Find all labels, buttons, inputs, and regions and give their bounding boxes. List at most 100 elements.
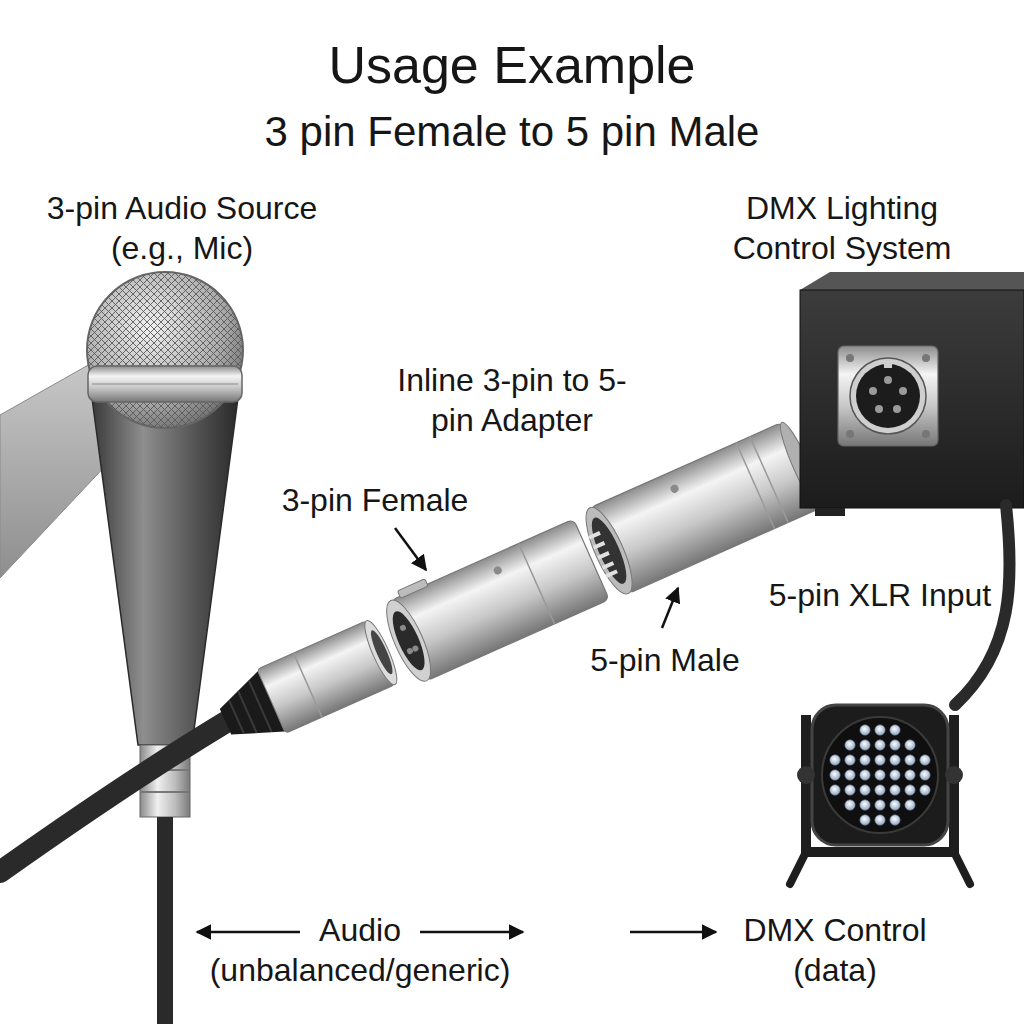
adapter-female <box>376 514 610 687</box>
adapter-male-part <box>577 502 641 599</box>
led-dot <box>875 785 885 795</box>
part-label: Inline 3-pin to 5-pin Adapter <box>397 360 627 440</box>
led-light-part <box>945 766 963 784</box>
microphone-part <box>140 791 190 793</box>
adapter-female-part <box>397 579 428 599</box>
adapter-male-part <box>605 569 618 578</box>
led-light-part <box>790 852 970 884</box>
callout-label: 3-pin Female <box>245 480 505 520</box>
dmx-controller-part <box>838 346 938 446</box>
led-dot <box>860 770 870 780</box>
led-dot <box>905 740 915 750</box>
led-light-part <box>812 705 948 845</box>
led-dot <box>860 725 870 735</box>
cable-plug-part <box>293 653 321 717</box>
adapter-male-part <box>736 443 774 529</box>
adapter-male-part <box>585 514 633 588</box>
led-dot <box>905 770 915 780</box>
dmx-controller-part <box>884 362 892 368</box>
adapter-male <box>577 419 827 599</box>
led-dot <box>875 815 885 825</box>
led-dot <box>920 755 930 765</box>
title: Usage Example <box>62 34 962 96</box>
led-light-part <box>797 766 815 784</box>
microphone-part <box>87 272 243 428</box>
dmx-controller-part <box>922 430 930 438</box>
microphone <box>87 272 243 1024</box>
led-dot <box>875 725 885 735</box>
subtitle: 3 pin Female to 5 pin Male <box>62 106 962 158</box>
dmx-controller-part <box>846 430 854 438</box>
led-light-part <box>830 725 930 825</box>
pointer-arrows-part <box>420 931 523 934</box>
dmx-controller-part <box>846 354 854 362</box>
cable-plug-part <box>229 700 244 733</box>
microphone-part <box>92 398 238 745</box>
adapter-female-part <box>519 544 555 624</box>
dmx-controller-part <box>856 364 920 428</box>
led-dot <box>890 815 900 825</box>
led-dot <box>890 725 900 735</box>
dmx-controller-part <box>875 405 883 413</box>
cable-plug <box>211 617 402 753</box>
dmx-controller-part <box>893 405 901 413</box>
microphone-part <box>92 384 238 385</box>
adapter-female-part <box>492 565 503 576</box>
callout-label: 5-pin Male <box>555 640 775 680</box>
led-dot <box>860 740 870 750</box>
part-label: DMX Lighting Control System <box>712 188 972 268</box>
led-dot <box>845 755 855 765</box>
dmx-controller-part <box>869 387 877 395</box>
led-dot <box>875 800 885 810</box>
led-dot <box>860 800 870 810</box>
led-dot <box>890 755 900 765</box>
led-dot <box>845 800 855 810</box>
led-dot <box>860 785 870 795</box>
adapter-male-part <box>669 483 680 494</box>
adapter-female-part <box>399 624 407 632</box>
dmx-controller-part <box>815 508 845 516</box>
adapter-male-part <box>597 551 610 560</box>
callout-label: 5-pin XLR Input <box>760 575 1000 615</box>
led-dot <box>845 770 855 780</box>
led-dot <box>890 740 900 750</box>
dmx-controller-part <box>884 376 892 384</box>
led-dot <box>890 785 900 795</box>
led-dot <box>860 815 870 825</box>
adapter-female-part <box>378 595 439 687</box>
pointer-arrows-part <box>630 931 716 934</box>
led-dot <box>905 785 915 795</box>
microphone-part <box>88 366 242 402</box>
dmx-controller-part <box>922 354 930 362</box>
pointer-arrows-part <box>662 588 678 628</box>
adapter-male-part <box>593 541 606 550</box>
pointer-arrows-part <box>197 931 300 934</box>
dmx-controller-part <box>800 272 1024 290</box>
led-dot <box>845 740 855 750</box>
led-dot <box>860 755 870 765</box>
part-label: 3-pin Audio Source (e.g., Mic) <box>22 188 342 268</box>
adapter-female-part <box>386 607 430 674</box>
led-dot <box>830 785 840 795</box>
adapter-male-part <box>750 437 788 523</box>
led-dot <box>830 755 840 765</box>
led-dot <box>875 755 885 765</box>
microphone-part <box>87 272 243 428</box>
led-dot <box>875 740 885 750</box>
mic-cable-part <box>0 722 226 872</box>
signal-label: DMX Control (data) <box>735 910 935 990</box>
adapter-female-part <box>406 647 414 655</box>
dmx-controller <box>800 272 1024 516</box>
led-light <box>790 705 970 884</box>
led-dot <box>905 755 915 765</box>
microphone-part <box>157 817 173 1024</box>
pointer-arrows <box>197 528 716 932</box>
led-dot <box>845 785 855 795</box>
led-dot <box>905 800 915 810</box>
led-dot <box>890 800 900 810</box>
led-dot <box>890 770 900 780</box>
adapter-male-part <box>602 561 615 570</box>
dmx-controller-part <box>850 358 926 434</box>
pointer-arrows-part <box>395 528 426 570</box>
led-dot <box>920 785 930 795</box>
